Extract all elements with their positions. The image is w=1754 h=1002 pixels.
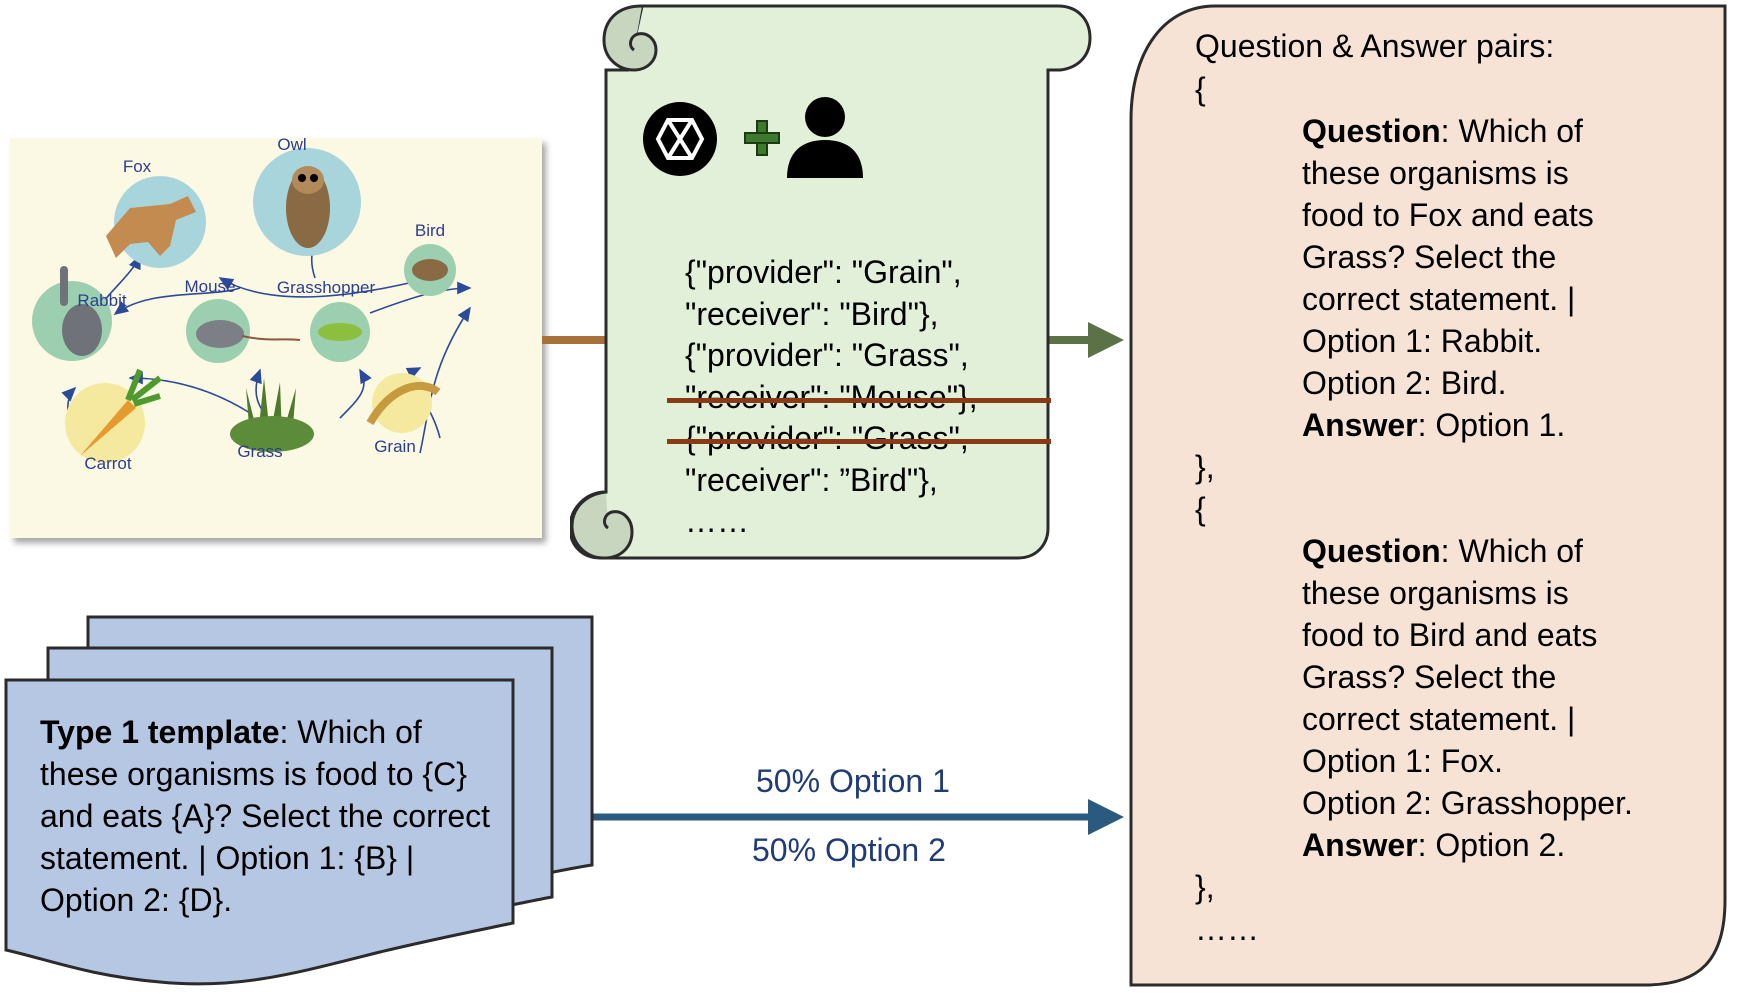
qa-close-brace-1: }, (1195, 449, 1215, 485)
svg-text:Grasshopper: Grasshopper (277, 278, 376, 297)
svg-text:Owl: Owl (277, 138, 306, 154)
answer-label: Answer (1302, 407, 1418, 443)
plus-icon (744, 120, 780, 156)
template-document-stack (4, 615, 594, 986)
svg-text:Grass: Grass (237, 442, 282, 461)
svg-text:Fox: Fox (123, 157, 152, 176)
svg-text:Mouse: Mouse (184, 277, 235, 296)
arrow-template-to-qa (592, 799, 1124, 835)
relation-line-2: "receiver": "Bird"}, (685, 295, 939, 332)
arrow-mouse-to-fox (113, 287, 241, 315)
qa-pair-1: Question: Which of these organisms is fo… (1302, 113, 1594, 443)
split-option2-label: 50% Option 2 (752, 832, 946, 868)
qa-pair-2: Question: Which of these organisms is fo… (1302, 533, 1633, 863)
node-grasshopper: Grasshopper (277, 278, 376, 362)
node-rabbit: Rabbit (32, 266, 127, 361)
relation-ellipsis: …… (685, 503, 749, 539)
relation-list: {"provider": "Grain", "receiver": "Bird"… (667, 252, 1051, 543)
answer-label: Answer (1302, 827, 1418, 863)
svg-text:Carrot: Carrot (84, 454, 132, 473)
svg-text:Grain: Grain (374, 437, 416, 456)
openai-logo-icon (643, 102, 717, 176)
person-icon (787, 97, 863, 178)
strikethrough-line (667, 397, 1051, 403)
relation-line-5-struck: {"provider": "Grass", (667, 418, 1051, 460)
relation-line-6: "receiver": ”Bird"}, (685, 461, 938, 498)
qa-ellipsis: …… (1195, 911, 1259, 947)
node-owl: Owl (253, 138, 361, 256)
relation-line-4-struck: "receiver": "Mouse"}, (667, 377, 1051, 419)
relation-line-1: {"provider": "Grain", (685, 254, 962, 290)
node-grain: Grain (366, 373, 441, 456)
qa-panel (1129, 4, 1727, 987)
arrow-grass-to-rabbit (128, 371, 251, 414)
node-carrot: Carrot (65, 368, 162, 473)
scroll-shape (570, 4, 1092, 560)
template-label: Type 1 template (40, 714, 280, 750)
node-fox: Fox (106, 157, 206, 268)
food-web-canvas: Fox Owl Bird Rabbit Mouse (32, 138, 472, 473)
node-bird: Bird (404, 221, 456, 296)
qa-open-brace-2: { (1195, 491, 1206, 527)
arrow-scroll-to-qa (1045, 322, 1124, 358)
svg-text:Bird: Bird (415, 221, 445, 240)
template-page-front (4, 678, 515, 986)
question-label: Question (1302, 533, 1441, 569)
svg-text:Rabbit: Rabbit (77, 291, 126, 310)
split-option1-label: 50% Option 1 (756, 763, 950, 799)
node-grass: Grass (230, 378, 314, 461)
arrow-grass-to-grasshopper (339, 368, 372, 419)
qa-title: Question & Answer pairs: (1195, 28, 1555, 64)
qa-open-brace-1: { (1195, 71, 1206, 107)
food-web-diagram: Fox Owl Bird Rabbit Mouse (10, 138, 542, 538)
strikethrough-line (667, 439, 1051, 444)
relation-line-3: {"provider": "Grass", (685, 337, 969, 373)
node-mouse: Mouse (184, 277, 301, 363)
template-text: Type 1 template: Which of these organism… (40, 714, 491, 918)
qa-close-brace-2: }, (1195, 869, 1215, 905)
question-label: Question (1302, 113, 1441, 149)
arrow-bird-to-fox (218, 277, 431, 298)
